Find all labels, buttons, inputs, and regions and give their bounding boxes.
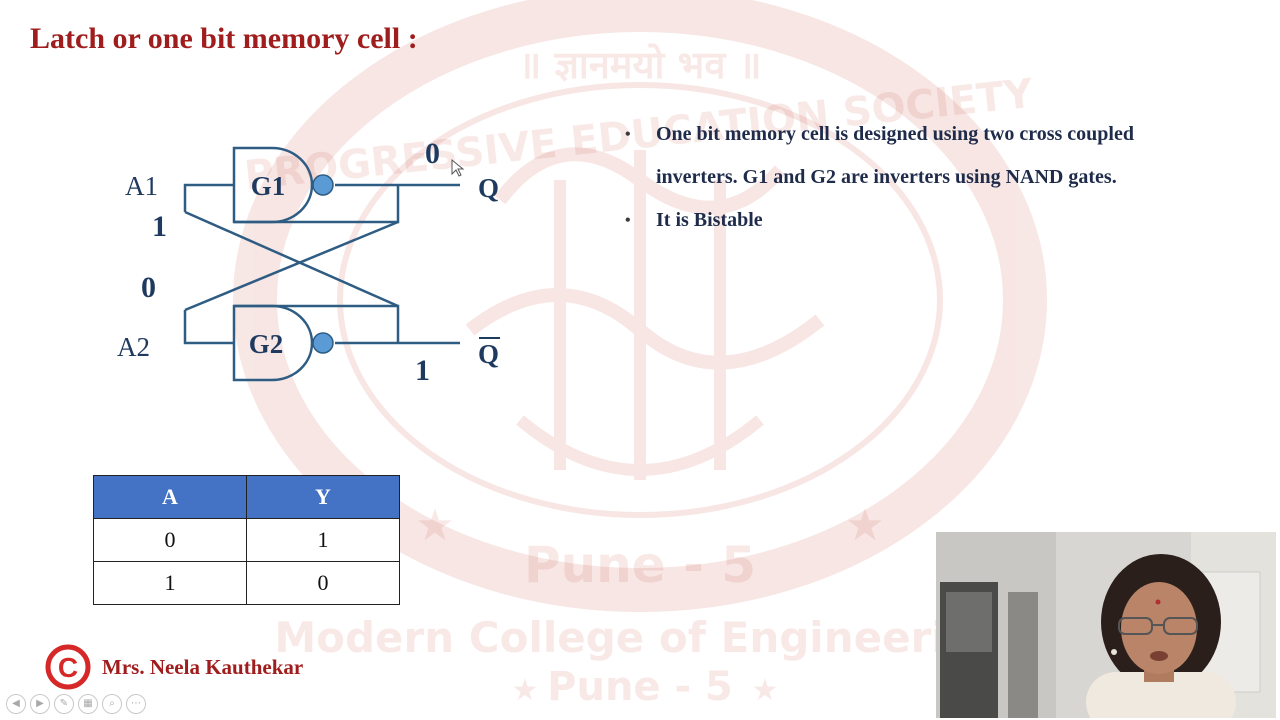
gate-g1-label: G1 (251, 171, 286, 201)
copyright-icon: C (45, 644, 91, 690)
bullet-item: It is Bistable (625, 199, 1185, 242)
bullet-list: One bit memory cell is designed using tw… (625, 113, 1185, 242)
zoom-icon[interactable]: ⌕ (102, 694, 122, 714)
watermark-pune-bottom-text: Pune - 5 (547, 664, 733, 710)
latch-circuit-diagram: G1 G2 A1 A2 Q Q 0 1 0 1 (117, 137, 500, 387)
svg-text:★: ★ (752, 673, 779, 708)
table-cell: 0 (246, 561, 400, 605)
watermark-college-text: Modern College of Engineering (274, 613, 1005, 662)
table-cell: 0 (93, 518, 247, 562)
output-q-label: Q (478, 173, 499, 203)
gate-g2-label: G2 (249, 329, 284, 359)
watermark-pune-text: Pune - 5 (524, 536, 756, 594)
table-header-row: A Y (93, 475, 400, 519)
input-a1-label: A1 (125, 171, 158, 201)
table-header-cell: A (93, 475, 247, 519)
slide-title: Latch or one bit memory cell : (30, 22, 418, 55)
footer: C Mrs. Neela Kauthekar (44, 643, 303, 691)
svg-text:★: ★ (845, 500, 884, 551)
author-name: Mrs. Neela Kauthekar (102, 654, 304, 679)
table-cell: 1 (246, 518, 400, 562)
presentation-controls: ◀ ▶ ✎ ▦ ⌕ ⋯ (6, 694, 146, 714)
bottom-input-value: 0 (141, 271, 156, 304)
output-q-bar-label: Q (478, 339, 499, 369)
presenter-webcam-video (936, 532, 1276, 718)
svg-text:★: ★ (415, 500, 454, 551)
bottom-output-value: 1 (415, 354, 430, 387)
table-cell: 1 (93, 561, 247, 605)
gate-g2-shape (232, 304, 314, 382)
pen-icon[interactable]: ✎ (54, 694, 74, 714)
g2-inversion-bubble (312, 332, 334, 354)
more-icon[interactable]: ⋯ (126, 694, 146, 714)
bullet-item: One bit memory cell is designed using tw… (625, 113, 1185, 199)
g1-inversion-bubble (312, 174, 334, 196)
watermark-top-text: ॥ ज्ञानमयो भव ॥ (519, 43, 762, 87)
table-row: 0 1 (93, 518, 400, 562)
mouse-cursor-icon (451, 158, 465, 177)
table-row: 1 0 (93, 561, 400, 605)
copyright-symbol: C (58, 652, 78, 683)
top-output-value: 0 (425, 137, 440, 170)
next-icon[interactable]: ▶ (30, 694, 50, 714)
top-input-value: 1 (152, 210, 167, 243)
svg-text:★: ★ (512, 673, 539, 708)
prev-icon[interactable]: ◀ (6, 694, 26, 714)
table-header-cell: Y (246, 475, 400, 519)
input-a2-label: A2 (117, 332, 150, 362)
slides-grid-icon[interactable]: ▦ (78, 694, 98, 714)
truth-table: A Y 0 1 1 0 (93, 475, 400, 605)
